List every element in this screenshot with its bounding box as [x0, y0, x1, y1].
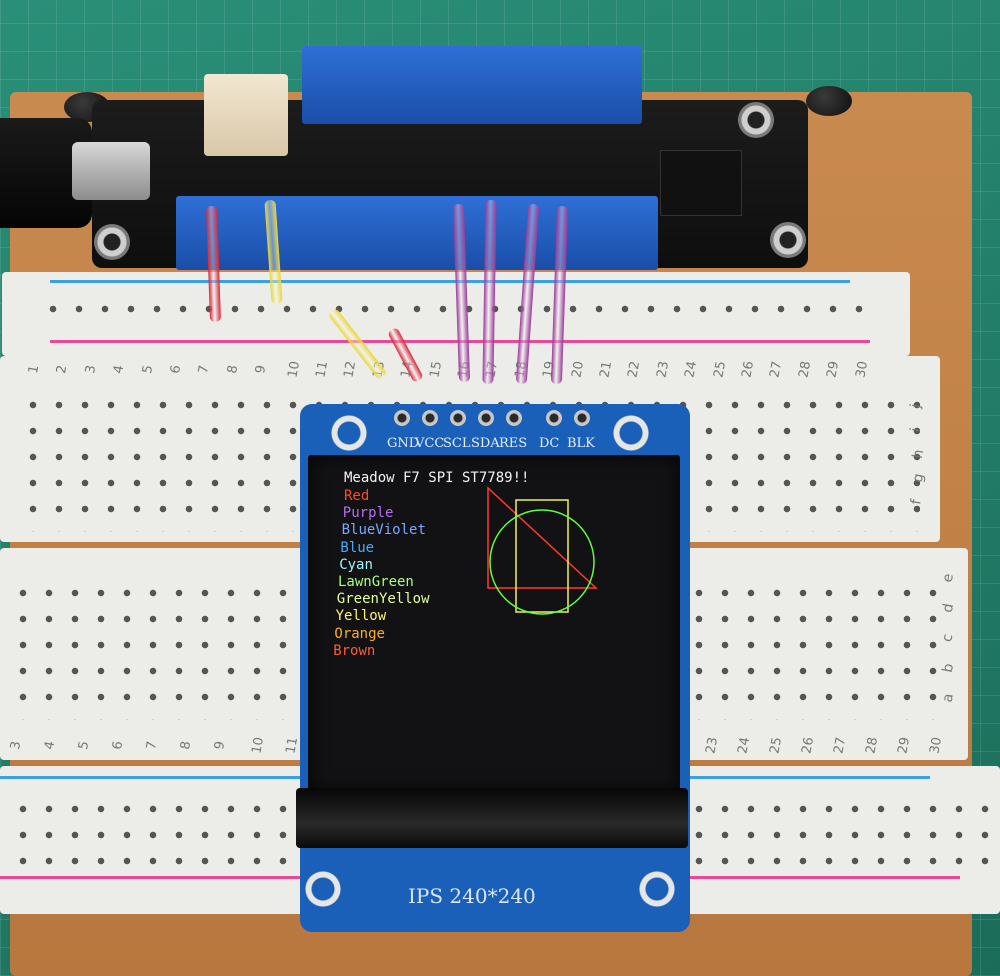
column-number: 11 — [313, 360, 332, 379]
lcd-model-label: IPS 240*240 — [408, 884, 536, 908]
lcd-pin — [422, 410, 438, 426]
lcd-color-line: LawnGreen — [338, 574, 414, 590]
lcd-pin-label: BLK — [567, 436, 595, 451]
lcd-ribbon-bezel — [296, 788, 688, 848]
lcd-color-line: GreenYellow — [336, 591, 430, 608]
mcu-chip — [660, 150, 742, 216]
column-number: 29 — [895, 736, 914, 755]
column-number: 26 — [799, 736, 818, 755]
lcd-pin-label: VCC — [415, 436, 445, 451]
column-number: 28 — [863, 736, 882, 755]
board-mount-hole — [738, 102, 774, 138]
column-number: 29 — [824, 360, 843, 379]
lcd-title-text: Meadow F7 SPI ST7789!! — [344, 470, 530, 486]
lcd-color-line: Blue — [340, 539, 375, 556]
column-number: 28 — [796, 360, 814, 379]
lcd-color-line: Red — [344, 488, 370, 504]
lcd-pin — [450, 410, 466, 426]
battery-connector — [204, 74, 288, 156]
column-number: 23 — [654, 360, 672, 379]
lcd-color-line: Orange — [334, 625, 385, 642]
column-number: 27 — [831, 736, 850, 755]
lcd-pin — [506, 410, 522, 426]
column-number: 10 — [249, 736, 268, 755]
lcd-color-line: Cyan — [339, 556, 373, 573]
lcd-color-line: Purple — [342, 505, 394, 522]
column-number: 26 — [739, 360, 758, 379]
lcd-pin-label: GND — [387, 436, 420, 451]
column-number: 25 — [711, 360, 729, 379]
column-number: 21 — [597, 360, 616, 379]
column-number: 24 — [682, 360, 701, 379]
column-number: 30 — [853, 360, 871, 379]
column-number: 24 — [735, 736, 754, 755]
column-number: 25 — [767, 736, 786, 755]
lcd-pin — [546, 410, 562, 426]
lcd-pin — [478, 410, 494, 426]
micro-usb-port — [72, 142, 150, 200]
lcd-pin-label: DC — [539, 436, 560, 451]
lcd-mount-hole — [330, 414, 368, 452]
lcd-pin-label: SCL — [443, 436, 471, 451]
rubber-foot-right — [806, 86, 852, 116]
lcd-color-line: BlueViolet — [341, 522, 426, 539]
lcd-pin-label: RES — [499, 436, 528, 451]
lcd-mount-hole — [304, 870, 342, 908]
lcd-pin-label: SDA — [471, 436, 500, 451]
rail-line-blue — [50, 280, 850, 283]
column-number: 30 — [927, 736, 946, 755]
column-number: 11 — [283, 736, 302, 755]
lcd-pin — [574, 410, 590, 426]
top-pin-header — [302, 46, 642, 124]
board-mount-hole — [94, 224, 130, 260]
lcd-mount-hole — [612, 414, 650, 452]
column-number: 10 — [285, 360, 303, 379]
bottom-pin-header — [176, 196, 658, 270]
lcd-pin — [394, 410, 410, 426]
lcd-color-line: Brown — [333, 642, 376, 659]
column-number: 20 — [569, 360, 587, 379]
lcd-color-line: Yellow — [335, 608, 387, 625]
column-number: 15 — [427, 360, 445, 379]
board-mount-hole — [770, 222, 806, 258]
lcd-mount-hole — [638, 870, 676, 908]
column-number: 23 — [703, 736, 722, 755]
